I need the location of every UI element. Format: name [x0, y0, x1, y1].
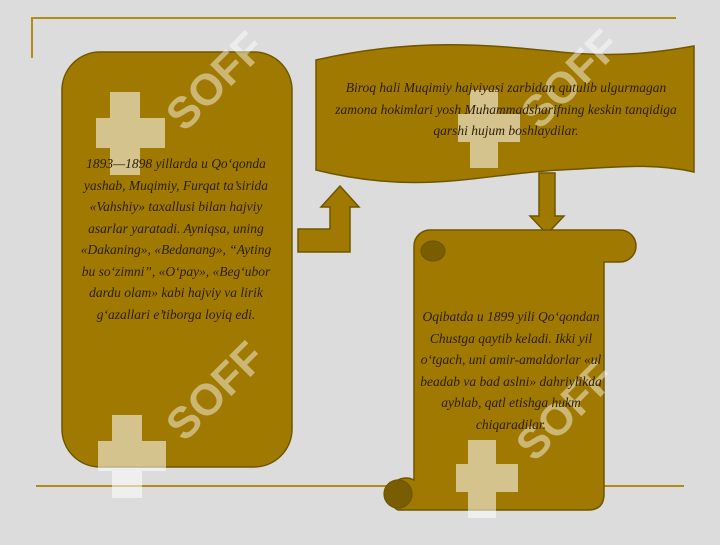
watermark-logo-1 — [96, 92, 165, 175]
watermark-logo-4 — [456, 440, 518, 518]
scroll-top-curl — [420, 240, 446, 262]
top-frame-line — [31, 17, 676, 58]
banner-text: Biroq hali Muqimiy hajviyasi zarbidan qu… — [335, 80, 677, 138]
wavy-banner — [315, 44, 695, 184]
left-box-text: 1893—1898 yillarda u Qo‘qonda yashab, Mu… — [80, 156, 272, 322]
watermark-logo-2 — [98, 415, 166, 498]
scroll-text: Oqibatda u 1899 yili Qo‘qondan Chustga q… — [420, 309, 602, 432]
scroll-bottom-curl — [383, 479, 413, 509]
watermark-logo-3 — [458, 90, 520, 168]
scroll-body — [388, 229, 637, 511]
bent-up-arrow — [297, 184, 361, 253]
vertical-scroll — [383, 229, 637, 511]
down-arrow — [528, 172, 566, 236]
